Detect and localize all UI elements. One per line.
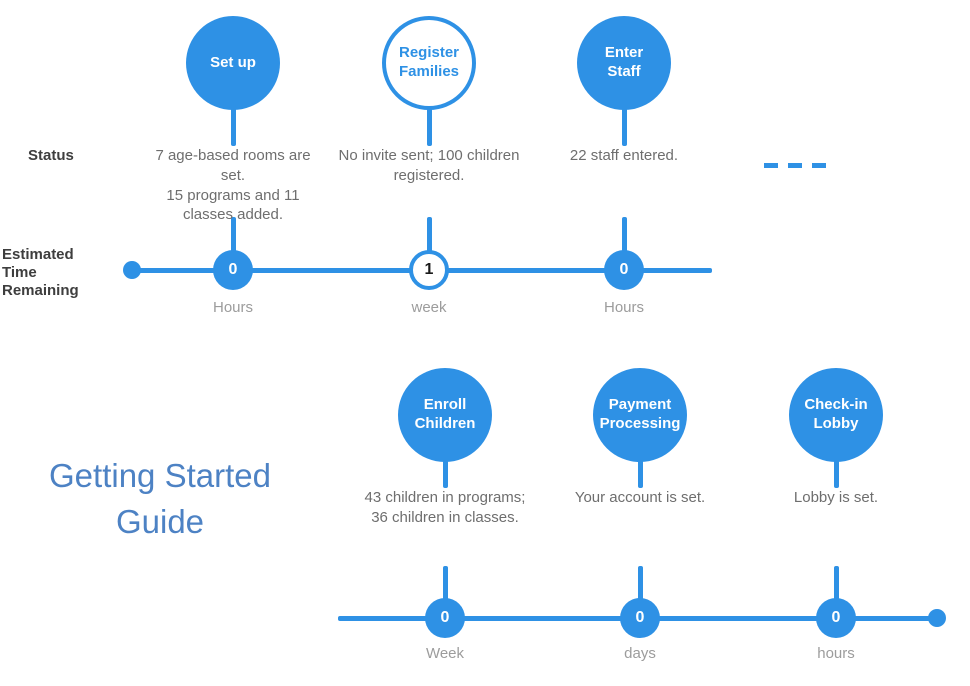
stem-connector [231, 217, 236, 253]
time-node-payment-processing: 0 [620, 598, 660, 638]
step-circle-enter-staff[interactable]: Enter Staff [577, 16, 671, 110]
stem-connector [638, 460, 643, 488]
stem-connector [443, 460, 448, 488]
status-text-payment-processing: Your account is set. [574, 489, 706, 506]
stem-connector [622, 108, 627, 146]
stem-connector [638, 566, 643, 602]
status-text-enter-staff: 22 staff entered. [569, 147, 679, 164]
page-title: Getting Started Guide [49, 457, 271, 541]
stem-connector [834, 566, 839, 602]
status-text-register-families: No invite sent; 100 children registered. [338, 147, 520, 184]
time-node-enroll-children: 0 [425, 598, 465, 638]
step-circle-enroll-children[interactable]: Enroll Children [398, 368, 492, 462]
time-unit-label: Hours [603, 299, 644, 316]
stem-connector [834, 460, 839, 488]
status-row-label: Status [28, 147, 74, 164]
top-timeline-start-dot [123, 261, 141, 279]
step-circle-payment-processing[interactable]: Payment Processing [593, 368, 687, 462]
status-text-set-up: 7 age-based rooms are set. 15 programs a… [155, 147, 311, 224]
time-unit-label: Week [425, 645, 465, 662]
time-unit-label: hours [817, 645, 855, 662]
time-node-register-families: 1 [409, 250, 449, 290]
time-unit-label: days [624, 645, 656, 662]
time-node-set-up: 0 [213, 250, 253, 290]
time-node-check-in-lobby: 0 [816, 598, 856, 638]
time-unit-label: Hours [212, 299, 253, 316]
stem-connector [427, 108, 432, 146]
time-unit-label: week [411, 299, 447, 316]
bottom-timeline-end-dot [928, 609, 946, 627]
status-text-check-in-lobby: Lobby is set. [793, 489, 879, 506]
step-circle-set-up[interactable]: Set up [186, 16, 280, 110]
stem-connector [427, 217, 432, 253]
step-circle-register-families[interactable]: Register Families [382, 16, 476, 110]
step-circle-check-in-lobby[interactable]: Check-in Lobby [789, 368, 883, 462]
ellipsis-dashes-icon [764, 163, 836, 168]
status-text-enroll-children: 43 children in programs; 36 children in … [364, 489, 526, 526]
stem-connector [231, 108, 236, 146]
estimated-time-row-label: Estimated Time Remaining [2, 246, 79, 299]
stem-connector [622, 217, 627, 253]
stem-connector [443, 566, 448, 602]
time-node-enter-staff: 0 [604, 250, 644, 290]
